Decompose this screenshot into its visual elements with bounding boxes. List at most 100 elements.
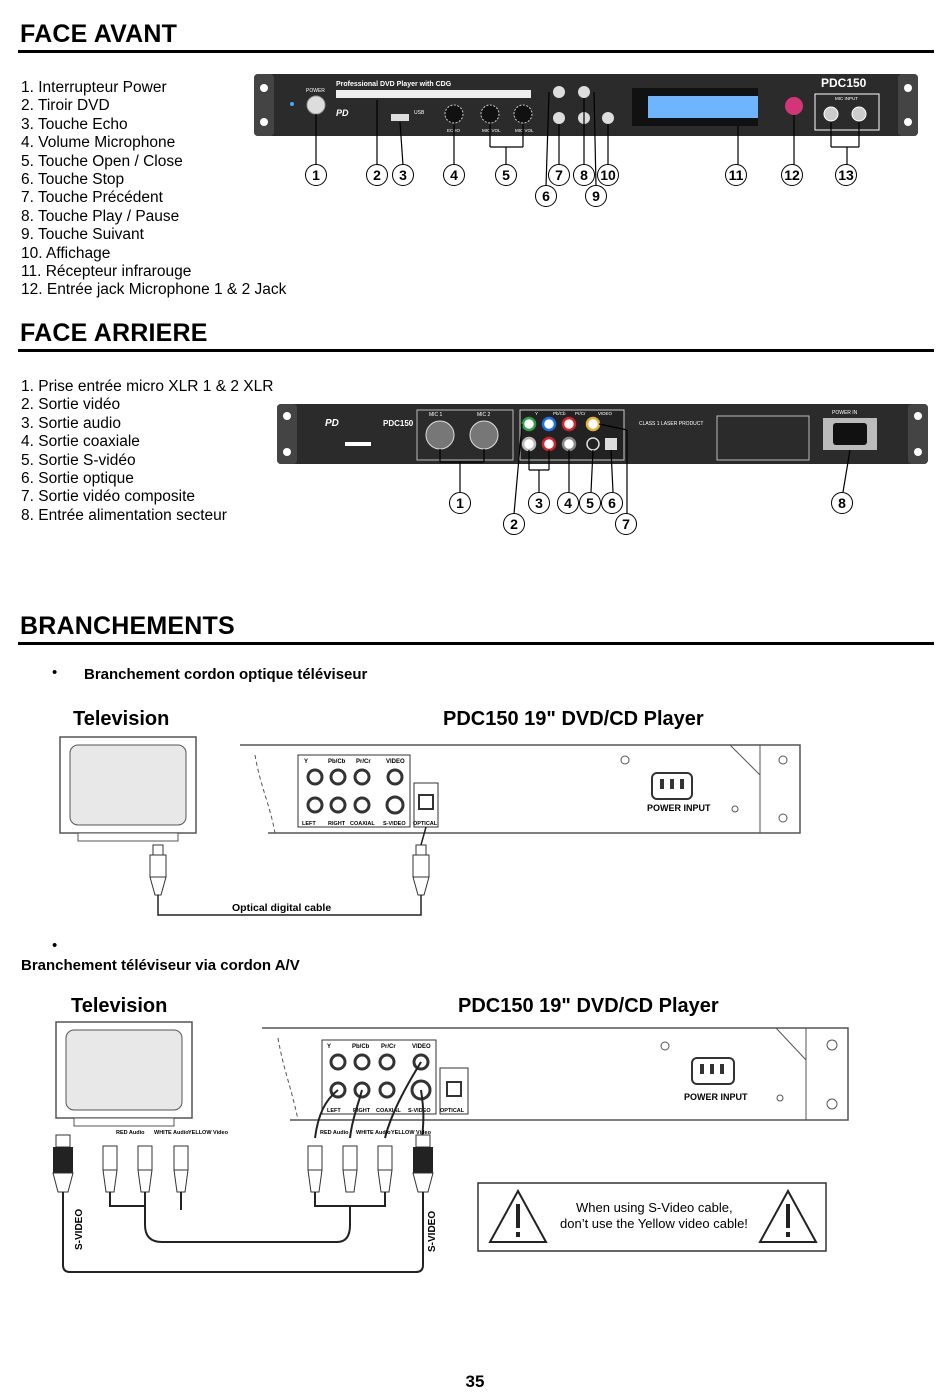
jack-right — [329, 796, 347, 814]
optical-player-label: PDC150 19" DVD/CD Player — [443, 708, 704, 730]
plug-label: RED Audio — [116, 1130, 145, 1136]
jack-pr — [378, 1053, 396, 1071]
rear-feature-list: 1. Prise entrée micro XLR 1 & 2 XLR 2. S… — [21, 378, 273, 525]
rack-hole — [260, 84, 268, 92]
callout-front-12: 12 — [781, 164, 803, 186]
audio-right-jack — [541, 436, 557, 452]
jack-label: OPTICAL — [440, 1108, 465, 1114]
section-title-front: FACE AVANT — [20, 20, 178, 48]
jack-label: COAXIAL — [376, 1108, 401, 1114]
knob-label: MIC VOL — [515, 128, 534, 133]
jack-label: S-VIDEO — [383, 821, 406, 827]
rack-hole — [260, 118, 268, 126]
callout-rear-3: 3 — [528, 492, 550, 514]
callout-front-3: 3 — [392, 164, 414, 186]
list-item: 2. Sortie vidéo — [21, 396, 121, 414]
jack-label: Pr/Cr — [575, 411, 586, 416]
jack-label: RIGHT — [328, 821, 346, 827]
list-item: 3. Sortie audio — [21, 414, 121, 432]
jack-video — [386, 768, 404, 786]
serial-label — [345, 442, 371, 446]
optical-plug-right — [412, 844, 430, 896]
jack-left — [306, 796, 324, 814]
rack-ear-left — [277, 404, 297, 464]
jack-label: RIGHT — [353, 1108, 371, 1114]
list-item: 3. Touche Echo — [21, 115, 128, 133]
callout-front-7: 7 — [548, 164, 570, 186]
svideo-plug-player — [413, 1147, 433, 1173]
player-plug-set: RED Audio WHITE Audio YELLOW Video — [307, 1130, 434, 1193]
jack-optical — [446, 1081, 462, 1097]
av-jack-panel — [297, 754, 411, 828]
callout-rear-4: 4 — [557, 492, 579, 514]
plug-label: WHITE Audio — [154, 1130, 189, 1136]
jack-label: Y — [535, 411, 538, 416]
jack-label: VIDEO — [412, 1044, 431, 1050]
list-item: 1. Prise entrée micro XLR 1 & 2 XLR — [21, 378, 274, 395]
plug-label: RED Audio — [320, 1130, 349, 1136]
brand-logo: PD — [336, 108, 349, 118]
usb-port — [391, 114, 409, 121]
jack-y — [306, 768, 324, 786]
brand-logo: PD — [325, 418, 339, 429]
jack-pb — [353, 1053, 371, 1071]
plug-label: YELLOW Video — [188, 1130, 229, 1136]
mic-input-frame — [416, 409, 514, 461]
jack-pr — [353, 768, 371, 786]
jack-label: S-VIDEO — [408, 1108, 431, 1114]
jack-pb — [329, 768, 347, 786]
front-feature-list: 1. Interrupteur Power 2. Tiroir DVD 3. T… — [21, 79, 286, 300]
optical-plug-left — [149, 844, 167, 896]
list-item: 5. Touche Open / Close — [21, 152, 183, 170]
callout-front-1: 1 — [305, 164, 327, 186]
list-item: 12. Entrée jack Microphone 1 & 2 Jack — [21, 281, 287, 299]
rack-hole — [283, 448, 291, 456]
list-item: 4. Volume Microphone — [21, 134, 176, 152]
optical-jack — [605, 438, 617, 450]
mic-input-label: MIC INPUT — [835, 96, 858, 101]
panel-brand-line: Professional DVD Player with CDG — [336, 81, 452, 88]
jack-label: Pb/Cb — [352, 1044, 370, 1050]
warning-text: don’t use the Yellow video cable! — [560, 1216, 748, 1231]
rack-hole — [914, 448, 922, 456]
av-player-label: PDC150 19" DVD/CD Player — [458, 995, 719, 1017]
callout-front-9: 9 — [585, 185, 607, 207]
jack-label: OPTICAL — [413, 821, 438, 827]
callout-front-5: 5 — [495, 164, 517, 186]
list-item: 7. Sortie vidéo composite — [21, 488, 196, 506]
svideo-plug-tv — [53, 1147, 73, 1173]
power-input-label: POWER INPUT — [684, 1092, 748, 1102]
power-input-label: POWER INPUT — [647, 803, 711, 813]
callout-rear-6: 6 — [601, 492, 623, 514]
jack-coaxial — [378, 1081, 396, 1099]
mic-input-frame — [814, 93, 880, 131]
callout-front-8: 8 — [573, 164, 595, 186]
list-item: 9. Touche Suivant — [21, 226, 144, 244]
section-rule — [18, 642, 934, 645]
svideo-jack — [586, 437, 600, 451]
rack-ear-right — [908, 404, 928, 464]
jack-label: VIDEO — [386, 759, 405, 765]
rack-ear-right — [898, 74, 918, 136]
mic-volume-knob — [513, 104, 533, 124]
optical-tv-label: Television — [73, 708, 170, 730]
jack-label: Pb/Cb — [328, 759, 346, 765]
power-in-label: POWER IN — [832, 410, 858, 416]
callout-rear-5: 5 — [579, 492, 601, 514]
callout-rear-1: 1 — [449, 492, 471, 514]
optical-cable — [157, 895, 422, 916]
svideo-cable-label: S-VIDEO — [427, 1211, 438, 1252]
rack-ear-left — [254, 74, 274, 136]
mic-label: MIC 2 — [477, 412, 491, 418]
list-item: 8. Touche Play / Pause — [21, 207, 180, 225]
usb-label: USB — [414, 110, 425, 116]
front-panel-diagram: POWER Professional DVD Player with CDG P… — [254, 74, 918, 187]
svideo-plug-tip — [55, 1134, 71, 1148]
list-item: 11. Récepteur infrarouge — [21, 263, 192, 281]
page-number: 35 — [465, 1372, 485, 1391]
jack-label: Y — [304, 759, 308, 765]
television-icon — [59, 736, 197, 842]
av-jack-panel — [321, 1039, 437, 1115]
display-screen — [648, 96, 758, 118]
composite-video-jack — [585, 416, 601, 432]
